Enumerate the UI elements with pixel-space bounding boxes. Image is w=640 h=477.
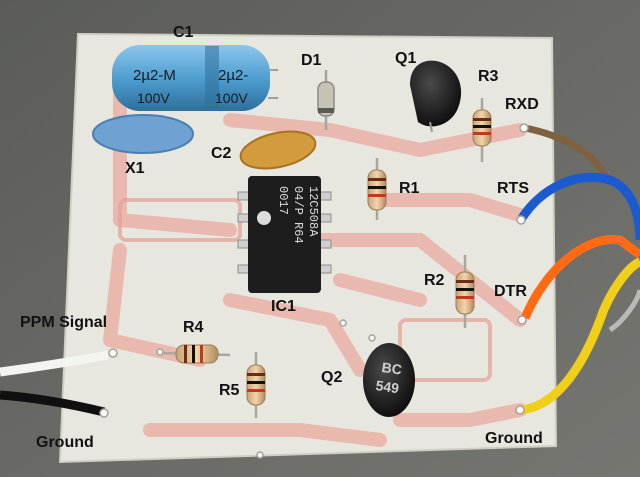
transistor-q2: BC 549 [363, 343, 415, 417]
transistor-q1 [410, 60, 462, 133]
label-ppm-signal: PPM Signal [20, 314, 108, 331]
c1-voltage-b: 100V [215, 90, 248, 106]
diode-d1 [317, 70, 335, 130]
c1-voltage-a: 100V [137, 90, 170, 106]
dtr-wire [520, 235, 640, 320]
ground-right-wire [521, 257, 640, 415]
q2-line2: 549 [375, 377, 401, 396]
label-c2: C2 [211, 145, 232, 162]
crystal-x1 [92, 114, 194, 154]
label-ground-left: Ground [36, 434, 94, 451]
resistor-r2 [455, 255, 475, 328]
rts-wire [518, 172, 640, 241]
resistor-r1 [367, 158, 387, 220]
resistor-r5 [246, 352, 266, 418]
label-x1: X1 [125, 160, 145, 177]
label-rts: RTS [497, 180, 529, 197]
resistor-r3 [472, 98, 492, 162]
label-q2: Q2 [321, 369, 343, 386]
label-ic1: IC1 [271, 298, 296, 315]
capacitor-c1: 2µ2-M 100V 2µ2- 100V [112, 45, 278, 111]
label-dtr: DTR [494, 283, 527, 300]
ic-line1: 12C508A [306, 186, 320, 237]
label-r2: R2 [424, 272, 445, 289]
c1-value-b: 2µ2- [218, 67, 248, 84]
ic-line2: 04/P R64 [291, 186, 305, 244]
ppm-signal-wire [0, 350, 109, 377]
ground-left-wire [0, 390, 106, 417]
c1-value-a: 2µ2-M [133, 67, 176, 84]
label-c1: C1 [173, 24, 194, 41]
q2-line1: BC [381, 359, 403, 378]
ic1-chip: 12C508A 04/P R64 0017 [237, 176, 332, 293]
label-d1: D1 [301, 52, 322, 69]
rxd-wire [524, 124, 609, 177]
label-r4: R4 [183, 319, 204, 336]
label-rxd: RXD [505, 96, 539, 113]
label-r5: R5 [219, 382, 240, 399]
resistor-r4 [161, 344, 231, 364]
label-q1: Q1 [395, 50, 417, 67]
label-r1: R1 [399, 180, 420, 197]
capacitor-c2 [239, 130, 317, 170]
label-r3: R3 [478, 68, 499, 85]
solder-pads [99, 123, 529, 459]
label-ground-right: Ground [485, 430, 543, 447]
ic-line3: 0017 [276, 186, 290, 215]
